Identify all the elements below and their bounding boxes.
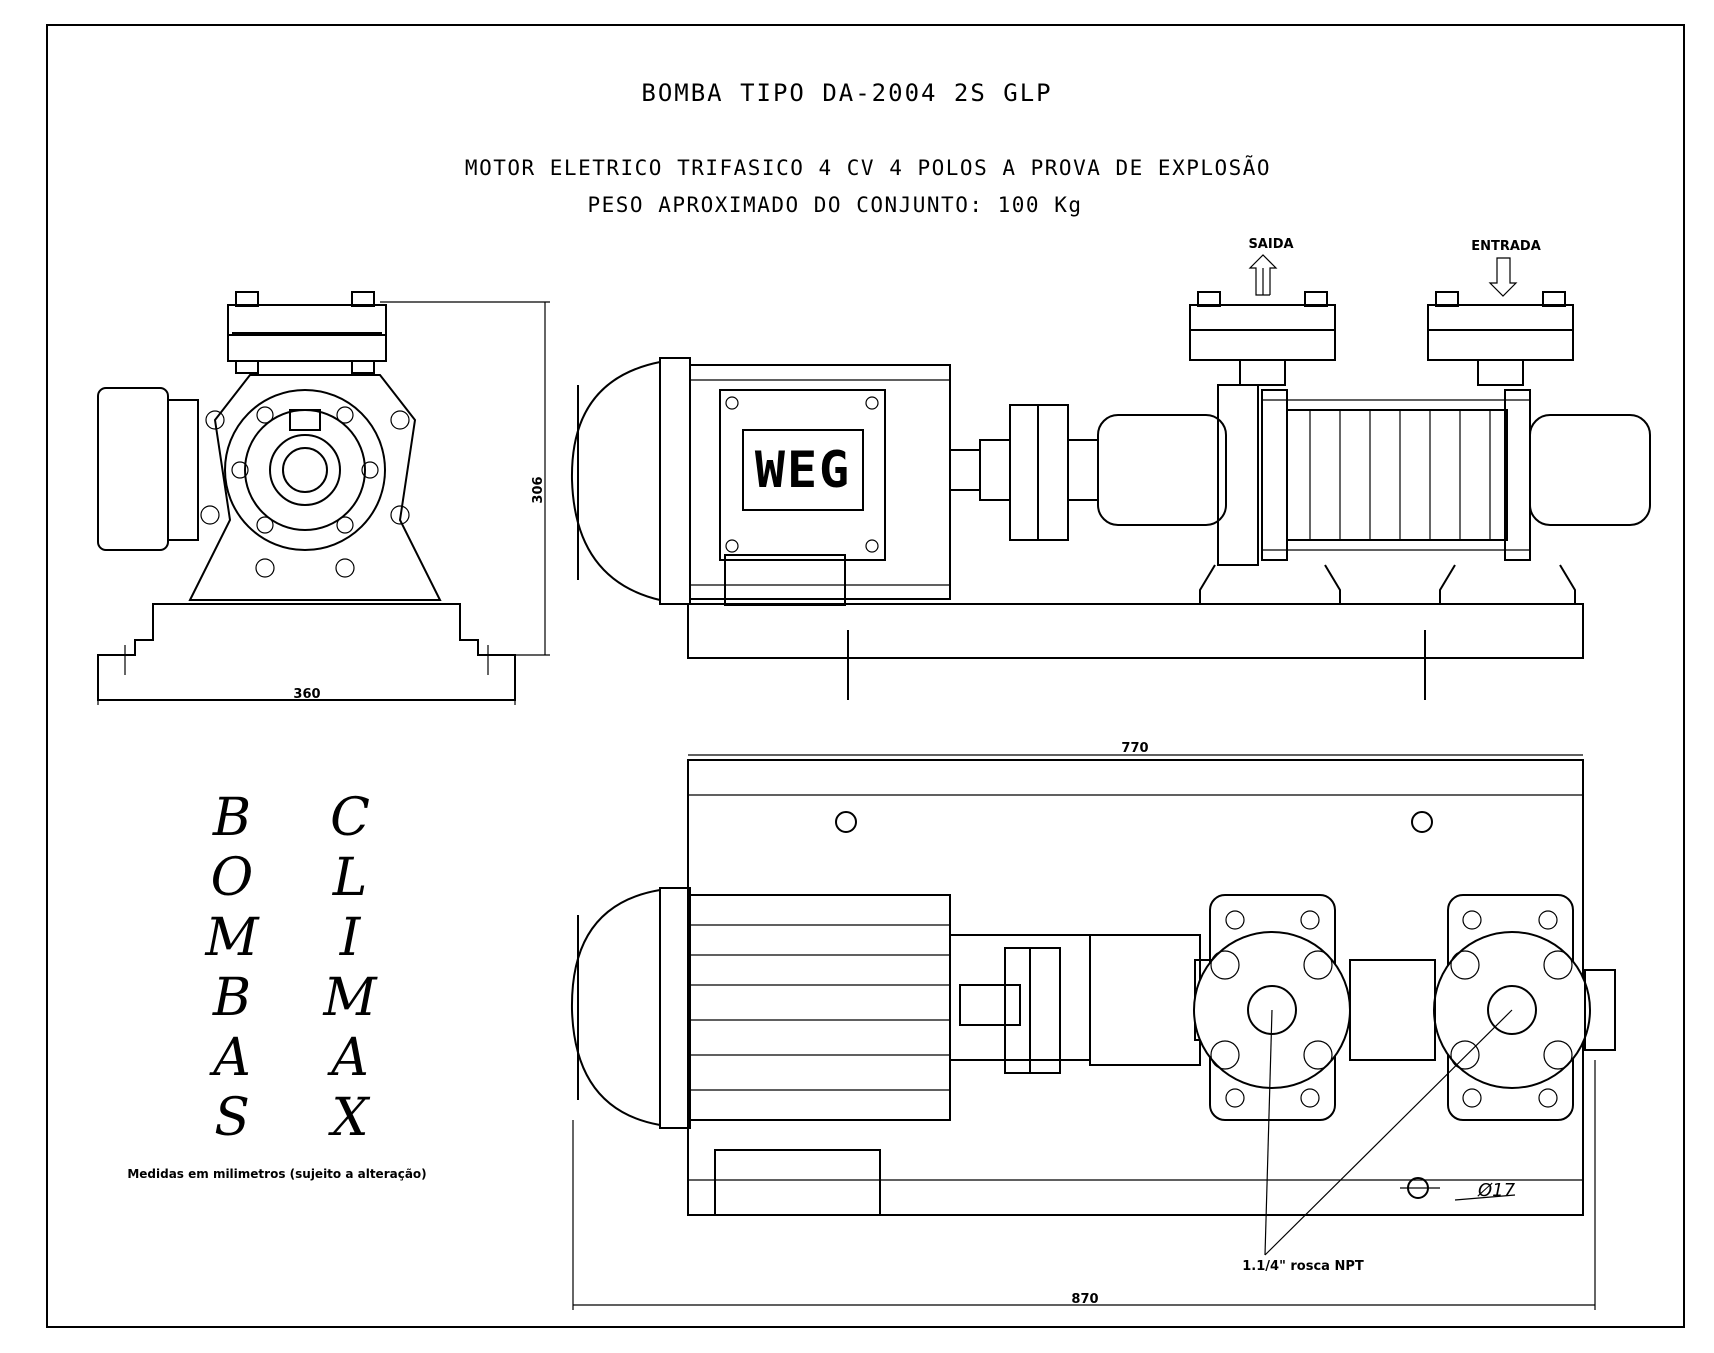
front-view: 306 360 (97, 291, 550, 705)
label-npt-thread: 1.1/4" rosca NPT (1242, 1259, 1364, 1274)
brand-left-1: O (211, 848, 254, 908)
brand-right-3: M (322, 968, 378, 1028)
brand-right-4: A (327, 1028, 369, 1088)
label-saida: SAIDA (1248, 237, 1293, 252)
brand-left-3: B (212, 968, 251, 1028)
dim-total-length: 870 (1071, 1292, 1098, 1307)
brand-right-0: C (330, 788, 370, 848)
brand-left-4: A (209, 1028, 251, 1088)
dim-base-length: 770 (1121, 741, 1148, 756)
sheet-border (46, 24, 1685, 1328)
brand-right-2: I (339, 908, 362, 968)
label-entrada: ENTRADA (1471, 239, 1541, 254)
weg-logo: WEG (755, 441, 851, 499)
units-note: Medidas em milimetros (sujeito a alteraç… (127, 1167, 426, 1181)
dim-width-front: 360 (293, 687, 320, 702)
brand-right-5: X (327, 1088, 370, 1148)
drawing-title: BOMBA TIPO DA-2004 2S GLP (641, 79, 1052, 107)
motor-spec: MOTOR ELETRICO TRIFASICO 4 CV 4 POLOS A … (465, 154, 1271, 180)
brand-left-2: M (204, 908, 260, 968)
brand-block: B O M B A S C L I M A X (204, 788, 378, 1148)
top-view: 770 (570, 741, 1616, 1310)
side-view: WEG (570, 237, 1651, 700)
brand-left-5: S (214, 1088, 250, 1148)
weight-spec: PESO APROXIMADO DO CONJUNTO: 100 Kg (587, 193, 1082, 217)
brand-left-0: B (212, 788, 251, 848)
brand-right-1: L (332, 848, 368, 908)
dim-height: 306 (531, 476, 546, 503)
